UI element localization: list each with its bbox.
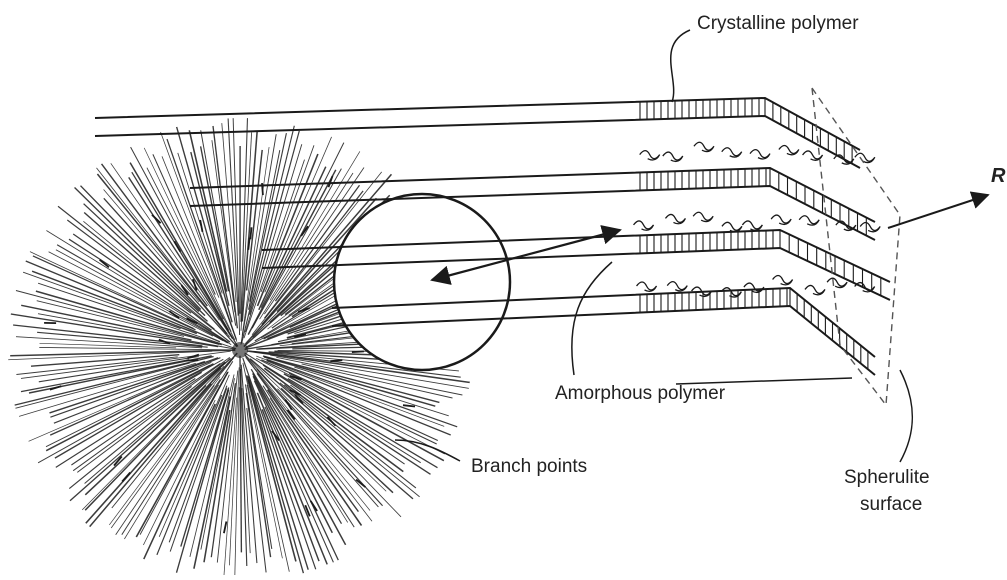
label-spherulite: Spherulite (844, 467, 930, 488)
radius-arrow (888, 195, 988, 228)
magnifier-circle (334, 194, 510, 370)
leader-spherulite-surface (900, 370, 912, 462)
label-amorphous-polymer: Amorphous polymer (555, 383, 726, 404)
label-branch-points: Branch points (471, 456, 587, 477)
label-crystalline-polymer: Crystalline polymer (697, 13, 859, 34)
leader-crystalline (671, 30, 690, 102)
spherulite-surface-plane (812, 88, 900, 405)
label-surface: surface (860, 494, 922, 515)
radius-label: R (991, 165, 1006, 187)
leader-amorphous-left (572, 262, 612, 375)
